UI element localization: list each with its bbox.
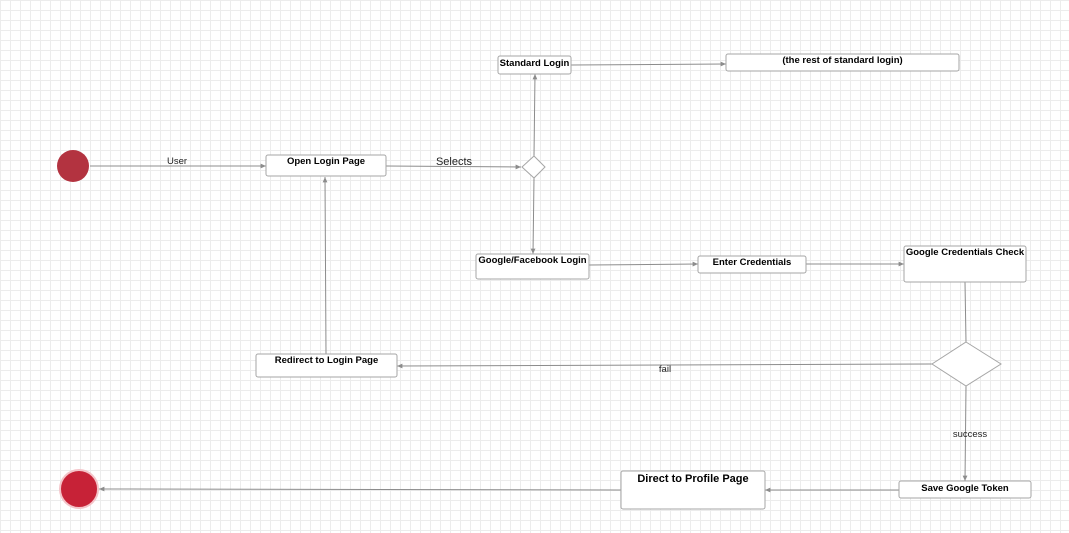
redirect-to-login-page-label: Redirect to Login Page [275,355,378,366]
enter-credentials-node[interactable]: Enter Credentials [697,255,807,274]
edge-decision-to-google-login[interactable] [530,177,536,255]
edge-standard-to-rest[interactable] [570,61,727,67]
redirect-to-login-page-node[interactable]: Redirect to Login Page [255,353,398,378]
direct-to-profile-page-node[interactable]: Direct to Profile Page [620,470,766,510]
open-login-page-label: Open Login Page [287,156,365,167]
edge-check-to-decision[interactable] [964,281,967,343]
edge-success-to-save-token[interactable] [962,385,968,482]
open-login-page-node[interactable]: Open Login Page [265,154,387,177]
rest-of-standard-login-label: (the rest of standard login) [782,55,902,66]
check-result-decision-node[interactable] [931,341,1002,387]
end-node[interactable] [59,469,99,509]
google-credentials-check-node[interactable]: Google Credentials Check [903,245,1027,283]
save-google-token-node[interactable]: Save Google Token [898,480,1032,499]
edge-profile-to-end[interactable] [98,486,622,492]
save-google-token-label: Save Google Token [921,483,1009,494]
selection-decision-node[interactable] [521,155,546,179]
google-facebook-login-label: Google/Facebook Login [478,255,586,266]
standard-login-label: Standard Login [500,58,570,69]
direct-to-profile-page-label: Direct to Profile Page [637,473,748,485]
edge-decision-to-standard-login[interactable] [532,73,538,157]
edge-label-fail: fail [659,364,671,375]
edge-google-login-to-enter-credentials[interactable] [588,261,699,267]
enter-credentials-label: Enter Credentials [713,257,792,268]
edge-label-user: User [167,156,187,167]
rest-of-standard-login-node[interactable]: (the rest of standard login) [725,53,960,72]
edge-label-selects: Selects [436,156,473,168]
standard-login-node[interactable]: Standard Login [497,55,572,75]
google-facebook-login-node[interactable]: Google/Facebook Login [475,253,590,280]
edge-fail-to-redirect[interactable] [396,363,933,369]
google-credentials-check-label: Google Credentials Check [906,247,1025,258]
edge-label-success: success [953,429,988,440]
edges [90,61,968,493]
edge-redirect-to-open-login[interactable] [322,176,328,355]
start-node[interactable] [57,150,89,182]
edge-open-login-to-decision[interactable] [385,164,522,170]
